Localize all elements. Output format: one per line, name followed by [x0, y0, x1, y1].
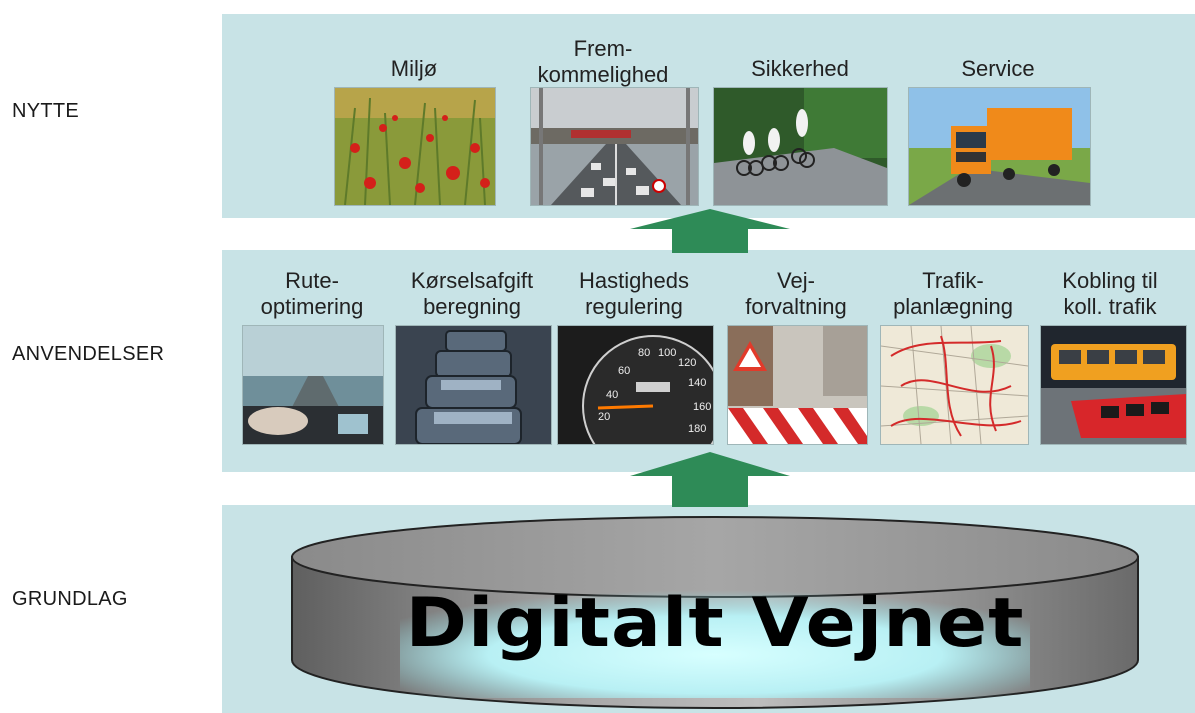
car-dashboard-photo	[242, 325, 384, 445]
anvendelse-caption-trafikplanlaegning: Trafik-planlægning	[893, 268, 1013, 319]
svg-text:40: 40	[606, 389, 618, 401]
row-label-anvendelser: ANVENDELSER	[12, 343, 165, 365]
svg-text:140: 140	[688, 377, 706, 389]
svg-text:80: 80	[638, 347, 650, 359]
svg-text:20: 20	[598, 411, 610, 423]
svg-text:160: 160	[693, 401, 711, 413]
arrow-up-icon	[630, 209, 790, 253]
nytte-caption-service: Service	[961, 56, 1035, 81]
nytte-caption-fremkommelighed: Frem-kommelighed	[537, 36, 669, 87]
traffic-map-photo	[880, 325, 1029, 445]
database-label: Digitalt Vejnet	[405, 583, 1025, 663]
svg-text:180: 180	[688, 423, 706, 435]
row-label-nytte: NYTTE	[12, 100, 80, 122]
public-transport-photo	[1040, 325, 1187, 445]
svg-text:120: 120	[678, 357, 696, 369]
anvendelse-caption-ruteoptimering: Rute-optimering	[260, 268, 364, 319]
truck-photo	[908, 87, 1091, 206]
anvendelse-caption-vejforvaltning: Vej-forvaltning	[745, 268, 847, 319]
nytte-caption-sikkerhed: Sikkerhed	[751, 56, 849, 81]
arrow-up-icon	[630, 452, 790, 507]
car-queue-photo	[395, 325, 552, 445]
row-label-grundlag: GRUNDLAG	[12, 588, 128, 610]
nytte-caption-miljo: Miljø	[390, 56, 438, 81]
highway-traffic-photo	[530, 87, 699, 206]
poppy-field-photo	[334, 87, 496, 206]
cyclists-photo	[713, 87, 888, 206]
svg-text:100: 100	[658, 347, 676, 359]
roadworks-photo	[727, 325, 868, 445]
svg-text:60: 60	[618, 365, 630, 377]
